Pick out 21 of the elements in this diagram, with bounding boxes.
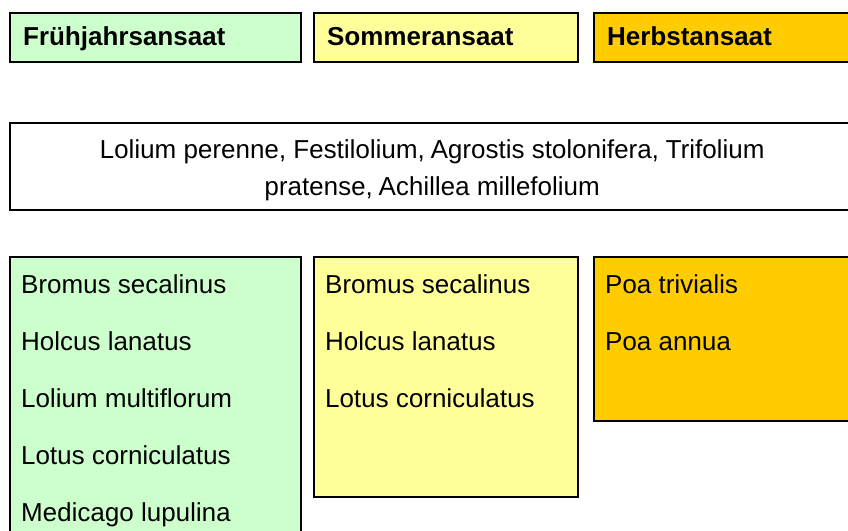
species-name: Holcus lanatus <box>21 325 193 358</box>
season-label: Frühjahrsansaat <box>23 21 226 51</box>
species-name: Poa trivialis <box>605 268 739 301</box>
species-name: Bromus secalinus <box>325 268 532 301</box>
species-list-box <box>313 256 579 498</box>
species-name: Poa annua <box>605 325 732 358</box>
species-text: Lolium perenne, Festilolium, Agrostis stolonifera, Trifolium pratense, Achillea millefolium <box>100 134 764 201</box>
species-box <box>9 122 848 211</box>
season-header <box>593 12 848 63</box>
season-header <box>9 12 302 63</box>
season-label: Herbstansaat <box>607 21 772 51</box>
species-name: Bromus secalinus <box>21 268 228 301</box>
species-name: Holcus lanatus <box>325 325 497 358</box>
species-name: Lotus corniculatus <box>325 382 536 415</box>
species-list-box <box>9 256 302 531</box>
season-header <box>313 12 579 63</box>
species-name: Lolium multiflorum <box>21 382 233 415</box>
species-name: Medicago lupulina <box>21 496 232 529</box>
species-name: Lotus corniculatus <box>21 439 232 472</box>
season-label: Sommeransaat <box>327 21 514 51</box>
species-list-box <box>593 256 848 422</box>
